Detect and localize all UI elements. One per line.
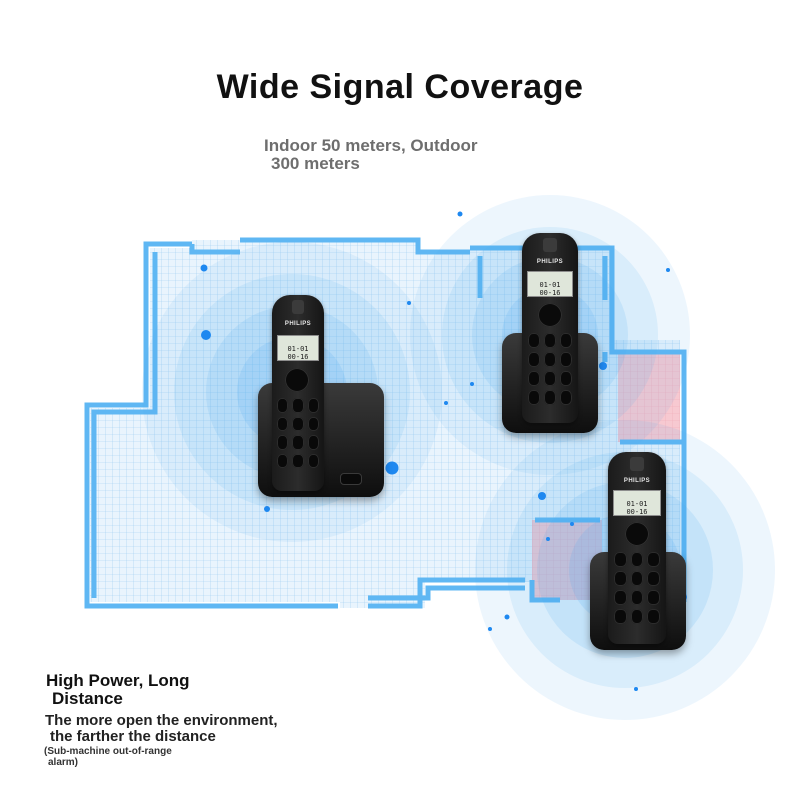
key <box>614 590 627 605</box>
floor-plan-walls <box>84 237 687 609</box>
key <box>292 453 304 468</box>
coverage-range-text: Indoor 50 meters, Outdoor 300 meters <box>264 137 554 173</box>
feature-heading-line-2: Distance <box>52 689 123 708</box>
feature-description-line-1: The more open the environment, <box>45 712 278 729</box>
key <box>528 390 540 405</box>
key <box>544 333 556 348</box>
earpiece <box>292 300 304 314</box>
keypad <box>277 398 319 468</box>
keypad <box>614 552 660 624</box>
coverage-range-line-2: 300 meters <box>271 154 360 173</box>
cordless-phone-icon: PHILIPS 01-01 00-16 <box>502 233 598 433</box>
page-title: Wide Signal Coverage <box>216 68 584 106</box>
earpiece <box>630 457 644 471</box>
alarm-note-line-2: alarm) <box>48 757 79 768</box>
handset-screen: 01-01 00-16 <box>527 271 573 297</box>
handset-screen: 01-01 00-16 <box>277 335 319 361</box>
navigation-pad <box>625 522 649 546</box>
coverage-range-line-1: Indoor 50 meters, Outdoor <box>264 136 478 155</box>
feature-heading-line-1: High Power, Long <box>46 671 190 690</box>
page-button <box>340 473 362 485</box>
key <box>292 435 304 450</box>
screen-time: 00-16 <box>287 353 309 361</box>
key <box>307 416 319 431</box>
key <box>292 398 304 413</box>
key <box>307 453 319 468</box>
key <box>277 398 289 413</box>
key <box>630 609 644 624</box>
brand-logo: PHILIPS <box>623 478 651 484</box>
handset: PHILIPS 01-01 00-16 <box>272 295 324 491</box>
screen-date: 01-01 <box>287 345 309 353</box>
key <box>630 552 644 567</box>
key <box>560 390 572 405</box>
earpiece <box>543 238 557 252</box>
handset: PHILIPS 01-01 00-16 <box>608 452 666 644</box>
key <box>277 416 289 431</box>
key <box>277 435 289 450</box>
key <box>307 398 319 413</box>
key <box>560 333 572 348</box>
navigation-pad <box>285 368 309 392</box>
feature-description-line-2: the farther the distance <box>50 728 216 745</box>
screen-time: 00-16 <box>626 508 648 516</box>
key <box>528 371 540 386</box>
key <box>528 333 540 348</box>
out-of-range-alarm-note: (Sub-machine out-of-range alarm) <box>44 746 244 768</box>
key <box>630 590 644 605</box>
key <box>544 390 556 405</box>
brand-logo: PHILIPS <box>284 321 312 327</box>
key <box>647 571 660 586</box>
screen-time: 00-16 <box>539 289 561 297</box>
key <box>544 371 556 386</box>
handset-screen: 01-01 00-16 <box>613 490 661 516</box>
cordless-phone-icon: PHILIPS 01-01 00-16 <box>590 452 686 650</box>
key <box>630 571 644 586</box>
key <box>560 371 572 386</box>
key <box>614 552 627 567</box>
feature-description: The more open the environment, the farth… <box>45 713 385 745</box>
navigation-pad <box>538 303 562 327</box>
handset: PHILIPS 01-01 00-16 <box>522 233 578 423</box>
keypad <box>528 333 572 405</box>
screen-date: 01-01 <box>539 281 561 289</box>
key <box>544 352 556 367</box>
key <box>614 609 627 624</box>
cordless-phone-icon: PHILIPS 01-01 00-16 <box>258 295 384 499</box>
brand-logo: PHILIPS <box>536 259 564 265</box>
key <box>647 609 660 624</box>
key <box>307 435 319 450</box>
feature-heading: High Power, Long Distance <box>46 672 286 708</box>
key <box>647 590 660 605</box>
key <box>560 352 572 367</box>
key <box>528 352 540 367</box>
key <box>292 416 304 431</box>
key <box>647 552 660 567</box>
key <box>277 453 289 468</box>
screen-date: 01-01 <box>626 500 648 508</box>
key <box>614 571 627 586</box>
alarm-note-line-1: (Sub-machine out-of-range <box>44 746 172 757</box>
